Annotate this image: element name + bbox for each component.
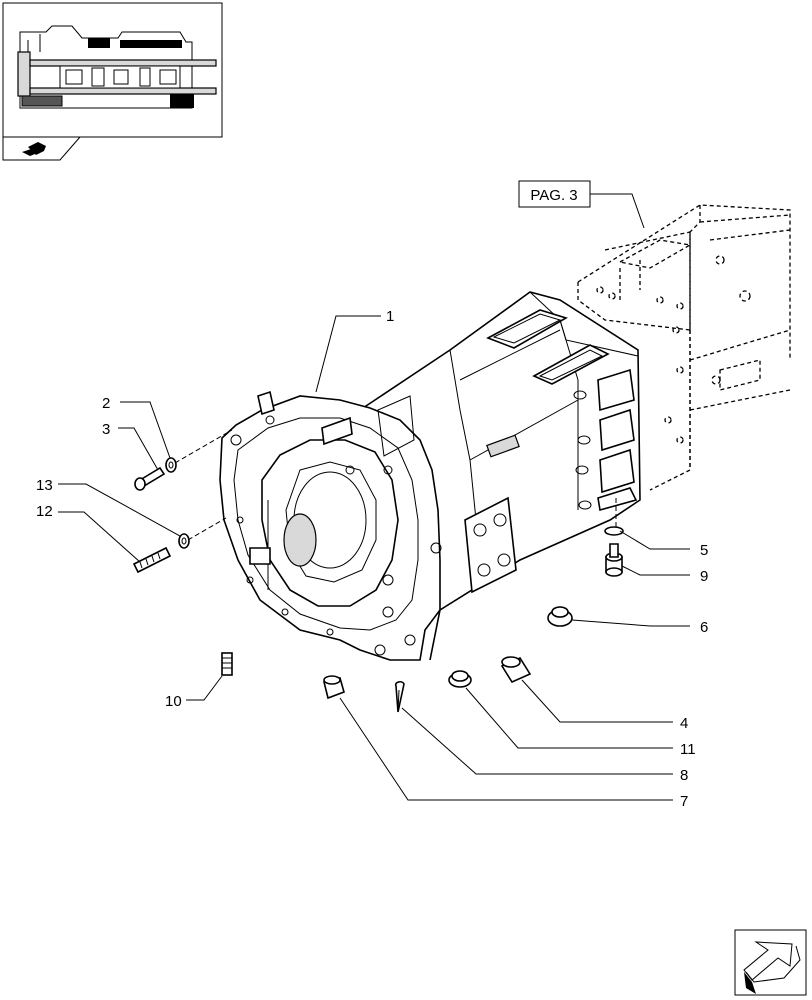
bushing-4[interactable] [500, 656, 532, 684]
callout-2: 2 [102, 395, 110, 412]
split-pin-8[interactable] [394, 681, 405, 713]
callout-7: 7 [680, 793, 688, 810]
stud-10[interactable] [221, 652, 233, 676]
plug-11[interactable] [448, 670, 472, 688]
stud-12[interactable] [132, 546, 172, 574]
bolt-3[interactable] [134, 466, 166, 491]
plug-6[interactable] [547, 606, 573, 627]
breather-plug-9[interactable] [605, 543, 623, 577]
washer-13[interactable] [178, 533, 190, 549]
callout-8: 8 [680, 767, 688, 784]
callout-5: 5 [700, 542, 708, 559]
callout-10: 10 [165, 693, 182, 710]
transmission-housing[interactable] [219, 291, 641, 661]
section-marker-icon[interactable] [2, 136, 81, 161]
page-reference-label: PAG. 3 [530, 187, 577, 204]
callout-3: 3 [102, 421, 110, 438]
page-reference-box[interactable]: PAG. 3 [518, 180, 645, 229]
callout-13: 13 [36, 477, 53, 494]
callout-6: 6 [700, 619, 708, 636]
transmission-assembly-thumbnail-icon[interactable] [2, 2, 223, 138]
next-page-arrow-icon[interactable] [734, 929, 807, 996]
callout-12: 12 [36, 503, 53, 520]
callout-4: 4 [680, 715, 688, 732]
bushing-7[interactable] [323, 675, 345, 700]
o-ring-5[interactable] [604, 526, 624, 536]
adjacent-housing-dashed [577, 204, 791, 491]
washer-2[interactable] [165, 457, 177, 473]
callout-9: 9 [700, 568, 708, 585]
callout-1: 1 [386, 308, 394, 325]
callout-11: 11 [680, 741, 696, 758]
